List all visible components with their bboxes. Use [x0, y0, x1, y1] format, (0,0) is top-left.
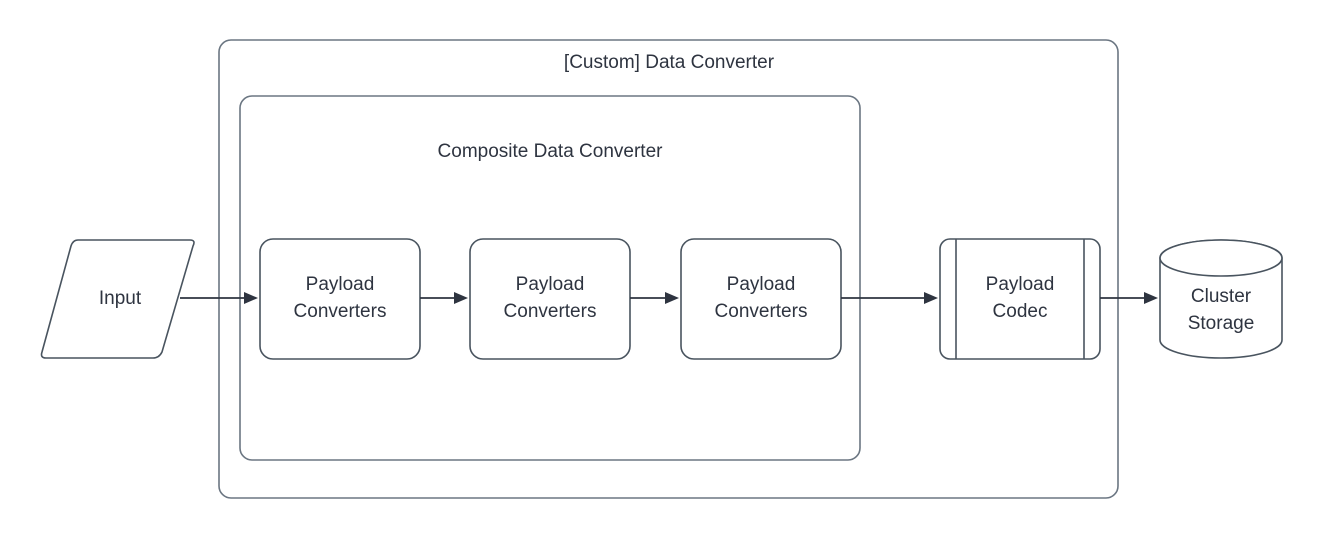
connector-input-to-converter-1[interactable] — [180, 292, 258, 304]
node-payload-codec-label-line1: Payload — [986, 274, 1055, 295]
cluster-storage-cylinder-top — [1159, 239, 1283, 277]
container-custom-data-converter-label: [Custom] Data Converter — [564, 52, 775, 73]
node-payload-converters-2[interactable]: Payload Converters — [469, 238, 631, 360]
container-custom-data-converter[interactable]: [Custom] Data Converter — [218, 39, 1119, 499]
connector-codec-to-cluster-storage[interactable] — [1100, 292, 1158, 304]
node-payload-codec[interactable]: Payload Codec — [939, 238, 1101, 360]
input-parallelogram-shape — [40, 239, 195, 359]
node-payload-converters-2-label-line2: Converters — [504, 301, 597, 322]
payload-converters-1-shape — [259, 238, 421, 360]
connector-converter-1-to-converter-2-arrowhead — [454, 292, 468, 304]
payload-converters-3-shape — [680, 238, 842, 360]
connector-input-to-converter-1-arrowhead — [244, 292, 258, 304]
payload-codec-shape — [939, 238, 1101, 360]
node-payload-converters-2-label-line1: Payload — [516, 274, 585, 295]
payload-converters-2-shape — [469, 238, 631, 360]
connector-converter-3-to-codec[interactable] — [841, 292, 938, 304]
node-cluster-storage[interactable]: Cluster Storage — [1159, 239, 1283, 359]
node-input[interactable]: Input — [40, 239, 195, 359]
node-payload-converters-1[interactable]: Payload Converters — [259, 238, 421, 360]
connector-codec-to-cluster-storage-arrowhead — [1144, 292, 1158, 304]
node-payload-converters-1-label-line2: Converters — [294, 301, 387, 322]
connector-converter-2-to-converter-3-arrowhead — [665, 292, 679, 304]
container-custom-data-converter-outline — [218, 39, 1119, 499]
node-payload-converters-3[interactable]: Payload Converters — [680, 238, 842, 360]
container-composite-data-converter[interactable]: Composite Data Converter — [239, 95, 861, 461]
node-payload-converters-1-label-line1: Payload — [306, 274, 375, 295]
container-composite-data-converter-label: Composite Data Converter — [438, 141, 664, 162]
connector-converter-3-to-codec-arrowhead — [924, 292, 938, 304]
node-input-label: Input — [99, 288, 142, 309]
container-composite-data-converter-outline — [239, 95, 861, 461]
connector-converter-1-to-converter-2[interactable] — [420, 292, 468, 304]
node-payload-converters-3-label-line2: Converters — [715, 301, 808, 322]
node-payload-converters-3-label-line1: Payload — [727, 274, 796, 295]
node-payload-codec-label-line2: Codec — [993, 301, 1048, 322]
connector-converter-2-to-converter-3[interactable] — [630, 292, 679, 304]
node-cluster-storage-label-line2: Storage — [1188, 313, 1255, 334]
node-cluster-storage-label-line1: Cluster — [1191, 286, 1252, 307]
